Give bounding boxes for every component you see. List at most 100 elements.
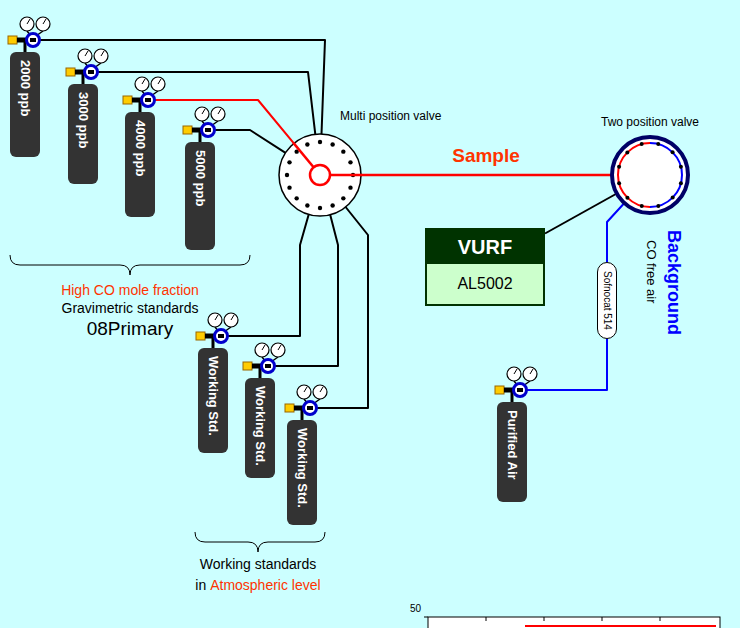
group-note: High CO mole fraction	[61, 282, 199, 299]
cylinder-label: 5000 ppb	[192, 150, 208, 206]
pressure-gauge	[135, 77, 149, 91]
pressure-gauge	[195, 107, 209, 121]
pressure-gauge	[151, 77, 165, 91]
valve-port	[671, 196, 675, 200]
gauge-needle	[278, 345, 281, 350]
chart-tick	[602, 617, 603, 621]
group-note: Working standards	[200, 556, 316, 573]
pressure-gauge	[271, 343, 285, 357]
pipe-line	[512, 339, 607, 402]
valve-port	[617, 165, 621, 169]
two-position-valve: Two position valve	[610, 135, 690, 215]
chart-tick	[544, 617, 545, 621]
gauge-needle	[101, 51, 104, 56]
gauge-needle	[514, 369, 517, 374]
gauge-needle	[43, 19, 46, 24]
gauge-needle	[215, 315, 218, 320]
group-name: 08Primary	[87, 318, 174, 341]
pressure-regulator	[8, 17, 50, 52]
gauge-needle	[304, 387, 307, 392]
cylinder-valve-handle	[243, 362, 252, 370]
gas-cylinder: Purified Air	[497, 402, 527, 502]
regulator-core	[205, 128, 211, 132]
pressure-regulator	[66, 49, 108, 84]
pressure-regulator	[243, 343, 285, 378]
valve-port	[671, 150, 675, 154]
cylinder-label: Purified Air	[504, 410, 520, 480]
valve-path	[293, 143, 313, 168]
valve-port	[287, 160, 291, 164]
regulator-core	[30, 38, 36, 42]
cylinder-valve-handle	[196, 332, 205, 340]
chart-tick	[424, 617, 428, 618]
regulator-body	[142, 94, 155, 107]
regulator-body	[262, 360, 275, 373]
flow-label: Sample	[452, 145, 520, 168]
group-brace	[195, 532, 325, 552]
valve-port	[617, 181, 621, 185]
pipe-line	[213, 214, 309, 348]
valve-heading: Two position valve	[601, 115, 699, 129]
pipe-line	[260, 215, 338, 378]
valve-port	[294, 196, 298, 200]
group-brace	[10, 255, 250, 275]
pressure-regulator	[183, 107, 225, 142]
valve-heading: Multi position valve	[340, 109, 441, 123]
valve-port	[341, 196, 345, 200]
flow-label: Background	[662, 230, 684, 335]
pipe-line	[140, 100, 294, 143]
analyzer-box: VURFAL5002	[425, 228, 545, 306]
pressure-gauge	[313, 385, 327, 399]
regulator-core	[218, 334, 224, 338]
chart-ticks	[424, 617, 660, 621]
pressure-regulator	[196, 313, 238, 348]
pipe-line	[302, 207, 368, 420]
gas-cylinder: Working Std.	[198, 348, 228, 453]
valve-port	[285, 173, 289, 177]
regulator-core	[145, 98, 151, 102]
pressure-gauge	[208, 313, 222, 327]
pressure-regulator	[495, 367, 537, 402]
pressure-gauge	[94, 49, 108, 63]
pressure-gauge	[78, 49, 92, 63]
label-line: inAtmospheric level	[195, 575, 320, 594]
valve-rotor	[310, 165, 330, 185]
pressure-gauge	[297, 385, 311, 399]
cylinder-valve-handle	[8, 36, 17, 44]
axis-tick-label: 50	[410, 603, 421, 615]
cylinder-label: 3000 ppb	[75, 92, 91, 148]
cylinder-label: Working Std.	[205, 356, 221, 436]
gas-cylinder: 5000 ppb	[185, 142, 215, 250]
regulator-body	[202, 124, 215, 137]
valve-port	[330, 142, 334, 146]
cylinder-label: Working Std.	[252, 386, 268, 466]
cylinder-label: 2000 ppb	[17, 60, 33, 116]
valve-port	[287, 185, 291, 189]
valve-port	[318, 206, 322, 210]
pressure-gauge	[523, 367, 537, 381]
cylinder-label: Working Std.	[294, 428, 310, 508]
regulator-body	[304, 402, 317, 415]
pipe-line	[361, 174, 611, 177]
multi-position-valve: Multi position valve	[278, 133, 362, 217]
group-note: Atmospheric level	[210, 577, 321, 593]
valve-port	[640, 142, 644, 146]
gauge-needle	[320, 387, 323, 392]
gas-cylinder: 3000 ppb	[68, 84, 98, 184]
group-note: in	[195, 577, 206, 593]
group-note: Gravimetric standards	[62, 300, 199, 317]
pressure-gauge	[20, 17, 34, 31]
regulator-body	[27, 34, 40, 47]
valve-port	[679, 181, 683, 185]
valve-port	[330, 203, 334, 207]
cylinder-valve-handle	[495, 386, 504, 394]
valve-body	[612, 137, 688, 213]
pressure-gauge	[224, 313, 238, 327]
pressure-regulator	[285, 385, 327, 420]
pressure-gauge	[255, 343, 269, 357]
gauge-needle	[85, 51, 88, 56]
cylinder-valve-handle	[123, 96, 132, 104]
cylinder-valve-handle	[66, 68, 75, 76]
